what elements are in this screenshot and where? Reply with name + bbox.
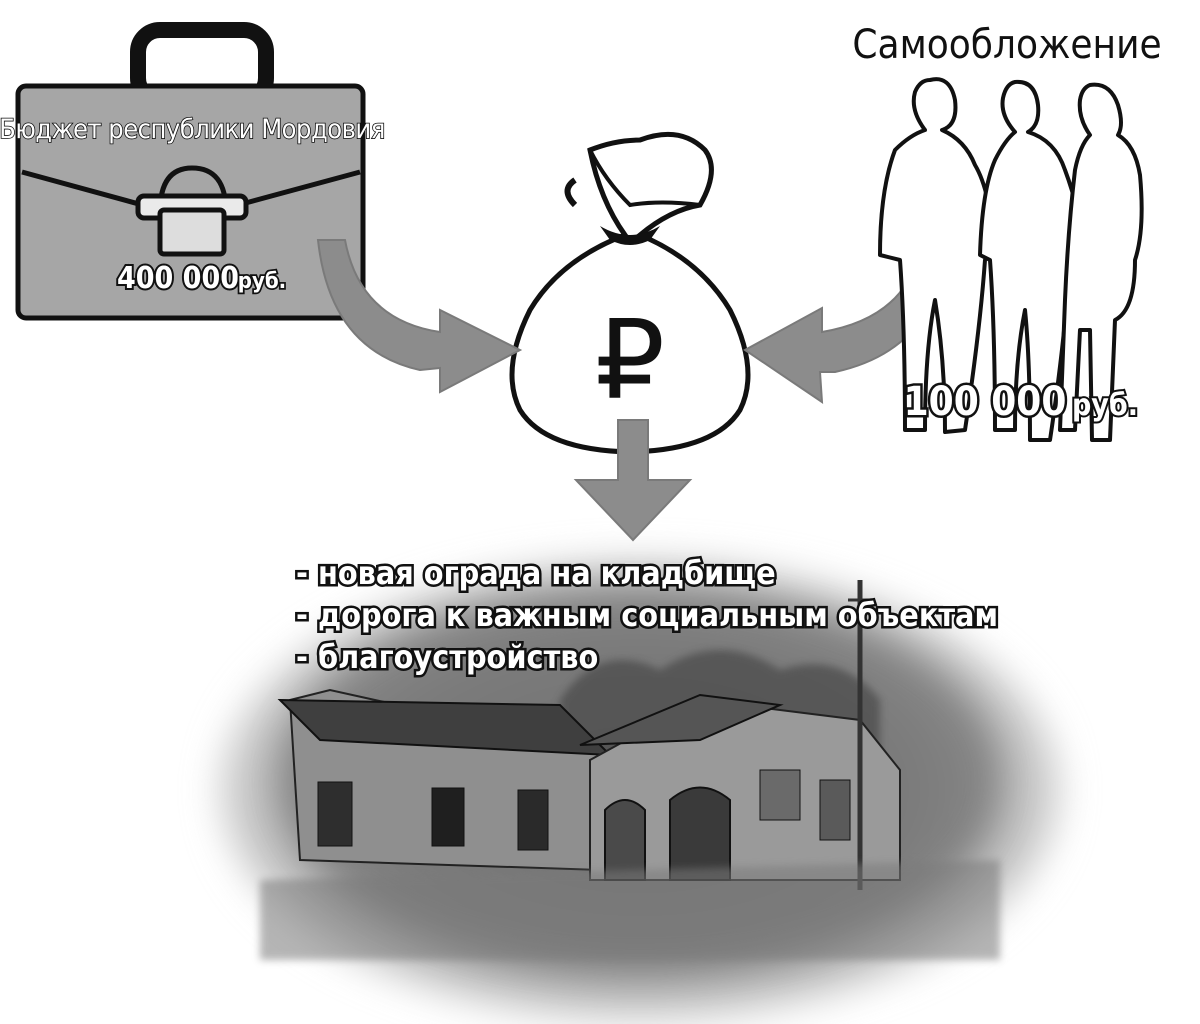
self-tax-amount-value: 100 000	[904, 379, 1067, 425]
project-item: - новая ограда на кладбище	[296, 554, 776, 592]
right-house	[579, 693, 901, 881]
briefcase-icon	[15, 22, 366, 321]
budget-amount: 400 000 руб.	[115, 259, 288, 298]
self-tax-title: Самообложение	[852, 22, 1161, 68]
left-house	[277, 688, 613, 872]
budget-title: Бюджет республики Мордовия	[0, 114, 385, 145]
ruble-symbol: ₽	[595, 296, 665, 424]
street	[260, 860, 1000, 960]
budget-amount-value: 400 000	[117, 261, 239, 296]
village-street-sketch	[220, 560, 1060, 1020]
budget-amount-unit: руб.	[238, 269, 286, 294]
people-group-icon	[878, 77, 1144, 442]
arrow-left-to-bag	[316, 239, 523, 394]
project-item: - благоустройство	[296, 638, 598, 676]
self-tax-amount: 100 000 руб.	[901, 377, 1140, 428]
self-tax-amount-unit: руб.	[1072, 388, 1138, 423]
arrow-down-from-bag	[573, 419, 693, 542]
project-item: - дорога к важным социальным объектам	[296, 596, 998, 634]
money-bag-icon: ₽	[509, 131, 751, 455]
project-list: - новая ограда на кладбище - дорога к ва…	[294, 552, 1001, 679]
